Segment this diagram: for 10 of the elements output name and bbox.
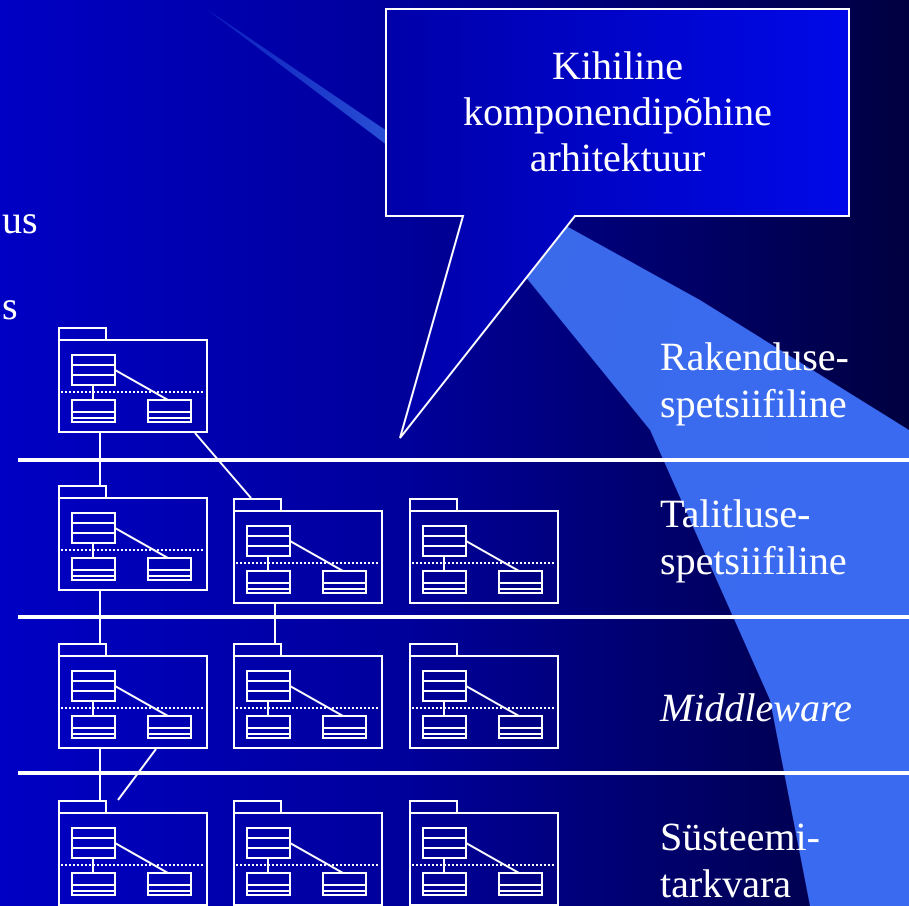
layer-label: Middleware bbox=[660, 684, 853, 731]
callout-text: Kihiline komponendipõhine arhitektuur bbox=[462, 43, 773, 181]
connector-line bbox=[99, 433, 101, 485]
connector-line bbox=[99, 749, 101, 800]
connector-line bbox=[99, 591, 101, 643]
connector-line bbox=[274, 604, 276, 643]
layer-label: us bbox=[2, 196, 39, 243]
layer-label: s bbox=[2, 282, 19, 329]
connector-line bbox=[117, 748, 157, 801]
connector-line bbox=[194, 432, 252, 499]
